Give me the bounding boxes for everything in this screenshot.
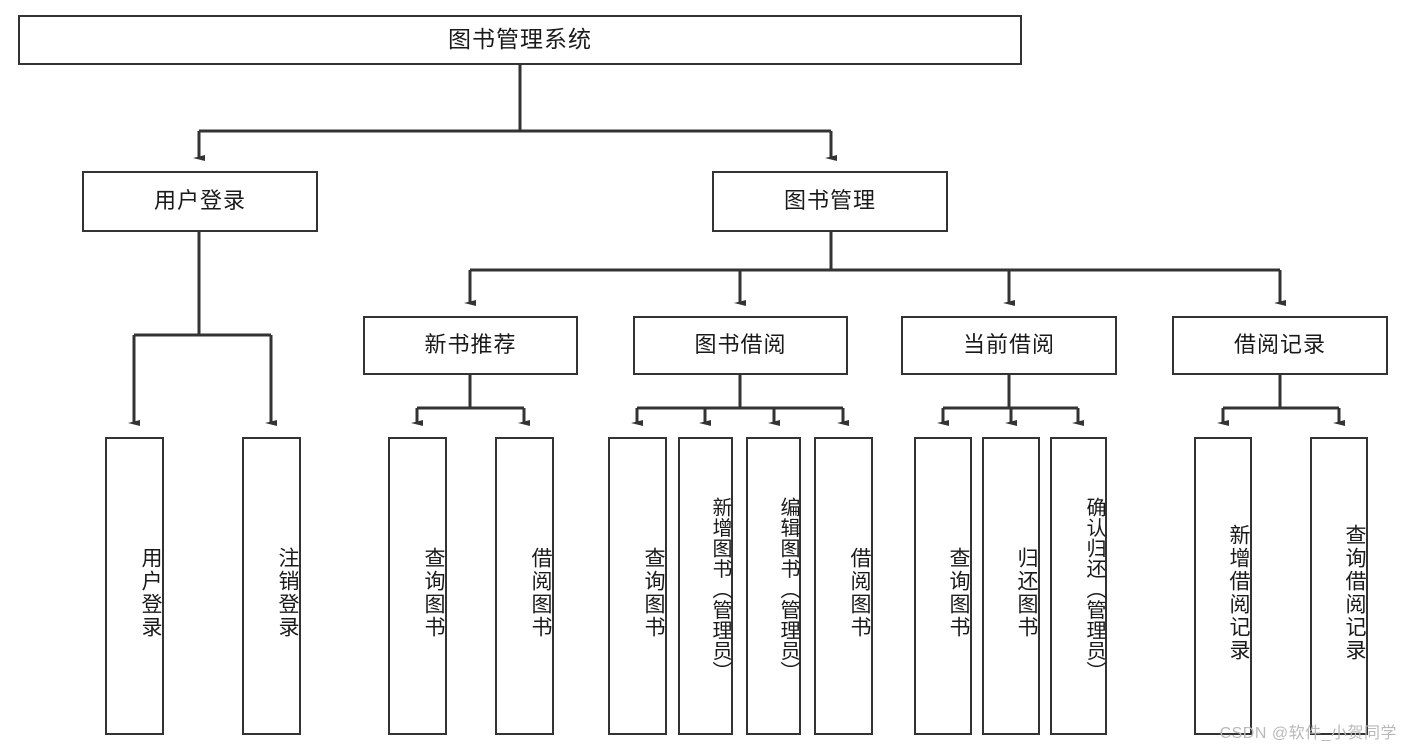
node-leaf-edit-book-admin[interactable]: 编辑图书（管理员） [746, 437, 801, 735]
node-label: 查询借阅记录 [1343, 524, 1366, 662]
node-book-management[interactable]: 图书管理 [712, 171, 948, 232]
node-label: 用户登录 [153, 188, 246, 214]
node-leaf-confirm-return-admin[interactable]: 确认归还（管理员） [1050, 437, 1107, 735]
node-label: 查询图书 [642, 547, 665, 639]
node-leaf-borrow-book-newbook[interactable]: 借阅图书 [495, 437, 554, 735]
node-label: 图书管理 [783, 188, 876, 214]
node-leaf-query-book-borrow[interactable]: 查询图书 [608, 437, 667, 735]
node-label: 注销登录 [276, 547, 299, 639]
node-label: 用户登录 [139, 547, 162, 639]
node-label: 借阅记录 [1233, 332, 1326, 358]
node-label: 新增借阅记录 [1227, 524, 1250, 662]
node-label: 查询图书 [422, 547, 445, 639]
node-label: 新书推荐 [424, 332, 517, 358]
node-leaf-return-book[interactable]: 归还图书 [982, 437, 1040, 735]
node-book-borrow[interactable]: 图书借阅 [633, 316, 848, 375]
node-root-book-management-system[interactable]: 图书管理系统 [18, 15, 1022, 65]
node-leaf-add-book-admin[interactable]: 新增图书（管理员） [678, 437, 733, 735]
node-label: 查询图书 [947, 547, 970, 639]
watermark: CSDN @软件_小贺同学 [1220, 719, 1397, 743]
watermark-text: CSDN @软件_小贺同学 [1219, 725, 1397, 742]
node-leaf-query-book-current[interactable]: 查询图书 [914, 437, 972, 735]
node-current-borrow[interactable]: 当前借阅 [901, 316, 1117, 375]
node-label: 借阅图书 [848, 547, 871, 639]
node-label: 图书借阅 [694, 332, 787, 358]
node-label: 编辑图书（管理员） [777, 496, 799, 682]
node-label: 借阅图书 [529, 547, 552, 639]
node-label: 归还图书 [1015, 547, 1038, 639]
node-leaf-add-borrow-record[interactable]: 新增借阅记录 [1194, 437, 1252, 735]
node-label: 确认归还（管理员） [1083, 496, 1105, 682]
node-leaf-borrow-book[interactable]: 借阅图书 [814, 437, 873, 735]
node-label: 当前借阅 [962, 332, 1055, 358]
node-new-book-recommend[interactable]: 新书推荐 [363, 316, 578, 375]
node-borrow-record[interactable]: 借阅记录 [1172, 316, 1388, 375]
node-leaf-query-book-newbook[interactable]: 查询图书 [388, 437, 447, 735]
node-label: 图书管理系统 [448, 26, 592, 53]
node-leaf-query-borrow-record[interactable]: 查询借阅记录 [1310, 437, 1368, 735]
node-leaf-user-login[interactable]: 用户登录 [105, 437, 164, 735]
node-user-login[interactable]: 用户登录 [82, 171, 318, 232]
node-leaf-logout[interactable]: 注销登录 [242, 437, 301, 735]
node-label: 新增图书（管理员） [709, 496, 731, 682]
